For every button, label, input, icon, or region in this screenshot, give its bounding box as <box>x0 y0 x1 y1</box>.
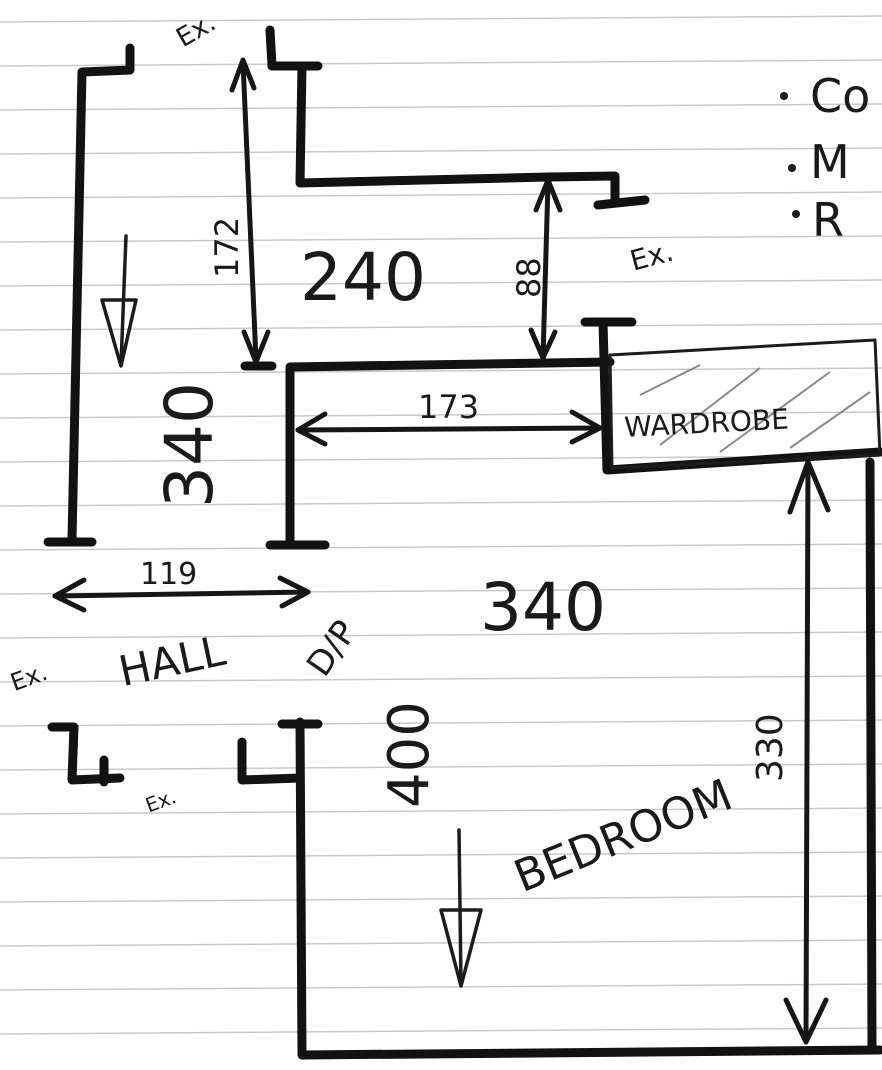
bedroom-door-jamb <box>237 737 305 785</box>
ruled-line <box>0 103 882 111</box>
ruled-line <box>0 59 882 67</box>
ruled-line <box>0 807 882 815</box>
ruled-line <box>0 323 882 331</box>
bedroom-direction-arrow-head <box>439 908 483 988</box>
ruled-line <box>0 147 882 155</box>
ruled-line <box>0 411 882 419</box>
ruled-line <box>0 983 882 991</box>
ruled-line <box>0 763 882 771</box>
wardrobe-label: WARDROBE <box>623 402 789 444</box>
dim-ledge-width: 173 <box>418 388 479 426</box>
dim-bedroom-left-height: 400 <box>377 701 442 808</box>
ledge-width-arrow-head-left <box>295 411 328 447</box>
ruled-line <box>0 719 882 727</box>
dim-top-room-width: 240 <box>300 239 426 316</box>
note-item-3: R <box>812 193 844 247</box>
step-height-arrow-head-top <box>533 177 563 213</box>
dim-left-height: 172 <box>208 217 246 278</box>
hall-direction-arrow-head <box>100 298 138 368</box>
top-room-right-cap <box>593 195 650 210</box>
dimension-arrows <box>52 57 831 1045</box>
bedroom-label: BEDROOM <box>507 770 739 903</box>
ruled-line <box>0 455 882 463</box>
ruled-line <box>0 499 882 507</box>
ruled-line <box>0 367 882 375</box>
dim-bedroom-width: 340 <box>480 569 606 646</box>
bedroom-direction-arrow <box>457 828 463 987</box>
bedroom-right-height-arrow <box>803 459 811 1043</box>
note-bullet-1 <box>780 92 788 100</box>
ruled-line <box>0 851 882 859</box>
ruled-line <box>0 235 882 243</box>
bedroom-right-wall <box>865 457 877 1055</box>
inner-hall-wall <box>285 357 615 547</box>
wardrobe-box <box>608 338 882 470</box>
ruled-line <box>0 631 882 639</box>
ext-hall-left-label: Ex. <box>7 658 51 697</box>
wardrobe-wall <box>598 317 882 475</box>
hall-bottom-jamb <box>47 722 125 785</box>
wardrobe-hatching <box>639 364 871 453</box>
ruled-lines <box>0 15 882 1035</box>
dim-hall-width: 119 <box>140 557 197 592</box>
hall-label: HALL <box>115 626 231 696</box>
ruled-line <box>0 15 882 23</box>
ruled-line <box>0 279 882 287</box>
left-height-arrow-head-top <box>229 57 257 93</box>
dim-step-height: 88 <box>510 257 548 298</box>
note-bullet-3 <box>792 210 800 218</box>
ruled-line <box>0 1027 882 1035</box>
ruled-line <box>0 895 882 903</box>
hall-left-wall <box>67 43 135 545</box>
top-room-wall <box>265 25 620 205</box>
hall-width-arrow-head-left <box>52 577 87 613</box>
ruled-line <box>0 543 882 551</box>
step-height-arrow-head-bottom <box>528 327 558 361</box>
door-label: D/P <box>299 613 365 684</box>
ledge-width-arrow <box>295 425 603 433</box>
bedroom-right-height-arrow-head-top <box>787 459 831 515</box>
ruled-line <box>0 675 882 683</box>
walls <box>43 25 882 1060</box>
hall-width-arrow-head-right <box>277 575 311 609</box>
ruled-line <box>0 191 882 199</box>
note-bullet-2 <box>788 164 796 172</box>
ext-top-right-label: Ex. <box>627 235 677 278</box>
bedroom-left-wall <box>295 717 882 1060</box>
ledge-width-arrow-head-right <box>569 409 603 445</box>
note-item-2: M <box>810 135 850 189</box>
notes-bullets <box>780 92 800 218</box>
dim-bedroom-right-height: 330 <box>750 713 791 782</box>
north-arrows <box>100 234 483 988</box>
left-height-arrow <box>240 59 259 363</box>
note-item-1: Co <box>810 69 870 123</box>
ext-top-left-label: Ex. <box>171 8 221 54</box>
ruled-line <box>0 939 882 947</box>
hall-width-arrow <box>52 589 311 599</box>
step-height-arrow <box>540 179 551 361</box>
left-height-arrow-head-bottom <box>241 329 271 365</box>
dim-hall-upper-length: 340 <box>151 382 228 508</box>
bedroom-right-height-arrow-head-bottom <box>783 997 829 1045</box>
